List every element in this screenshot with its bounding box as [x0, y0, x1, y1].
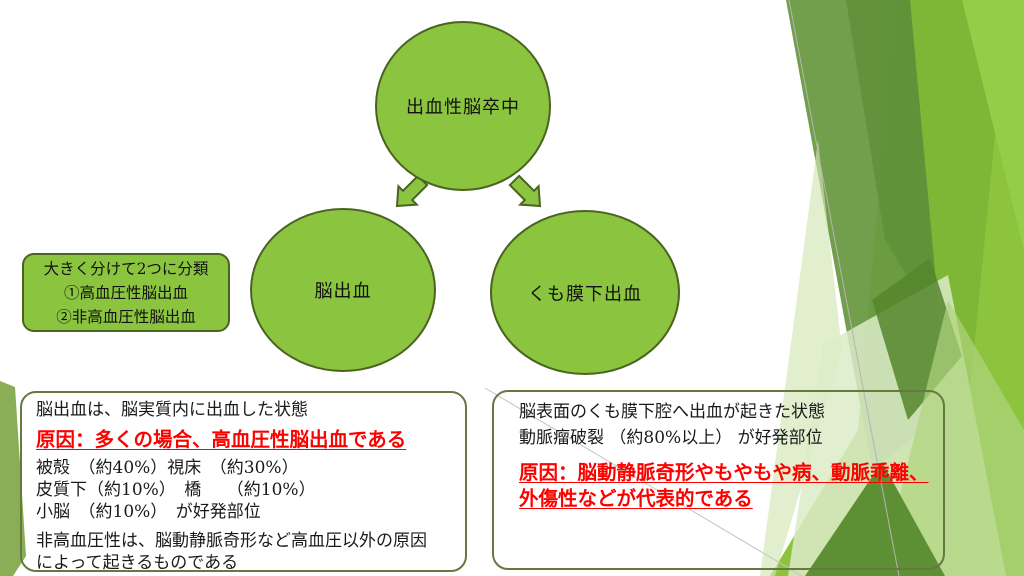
- deco-left-edge-strip: [0, 381, 26, 576]
- left-box-description: 脳出血は、脳実質内に出血した状態: [36, 400, 308, 420]
- deco-light-mid-overlay: [880, 300, 1024, 576]
- left-box-note-line: によって起きるものである: [36, 553, 239, 573]
- right-box-description: 脳表面のくも膜下腔へ出血が起きた状態: [519, 402, 825, 422]
- left-box-cause: 原因：多くの場合、高血圧性脳出血である: [36, 428, 407, 451]
- deco-thin-line-shallow: [484, 387, 803, 576]
- classification-line-1: 大きく分けて2つに分類: [43, 259, 209, 278]
- top-circle-label: 出血性脳卒中: [406, 97, 520, 118]
- classification-line-3: ②非高血圧性脳出血: [56, 307, 196, 326]
- deco-darker-inner-triangle: [846, 0, 940, 330]
- left-box-stat-row: 被殻 （約40%）視床 （約30%）: [36, 458, 299, 478]
- left-circle-cerebral-hemorrhage: 脳出血: [250, 208, 436, 372]
- classification-callout-box: 大きく分けて2つに分類 ①高血圧性脳出血 ②非高血圧性脳出血: [22, 253, 230, 332]
- left-box-stat-row: 小脳 （約10%） が好発部位: [36, 502, 261, 522]
- right-circle-subarachnoid-hemorrhage: くも膜下出血: [490, 210, 680, 375]
- cerebral-hemorrhage-info-box: 脳出血は、脳実質内に出血した状態 原因：多くの場合、高血圧性脳出血である 被殻 …: [20, 391, 467, 573]
- left-box-stat-row: 皮質下（約10%） 橋 （約10%）: [36, 480, 316, 500]
- left-circle-label: 脳出血: [314, 281, 372, 302]
- classification-line-2: ①高血圧性脳出血: [63, 283, 188, 302]
- deco-thin-line-steep: [788, 0, 900, 576]
- top-circle-hemorrhagic-stroke: 出血性脳卒中: [375, 21, 551, 191]
- deco-bright-corner: [962, 0, 1024, 250]
- right-box-cause-line: 原因：脳動静脈奇形やもやもや病、動脈乖離、: [519, 461, 929, 484]
- right-circle-label: くも膜下出血: [528, 283, 642, 305]
- deco-dark-bottom-triangle: [805, 462, 945, 576]
- right-box-cause-line: 外傷性などが代表的である: [519, 487, 753, 510]
- subarachnoid-hemorrhage-info-box: 脳表面のくも膜下腔へ出血が起きた状態 動脈瘤破裂 （約80%以上） が好発部位 …: [492, 390, 945, 570]
- right-box-site: 動脈瘤破裂 （約80%以上） が好発部位: [519, 428, 823, 448]
- left-box-note-line: 非高血圧性は、脳動静脈奇形など高血圧以外の原因: [36, 531, 427, 551]
- deco-pale-sliver: [760, 140, 842, 576]
